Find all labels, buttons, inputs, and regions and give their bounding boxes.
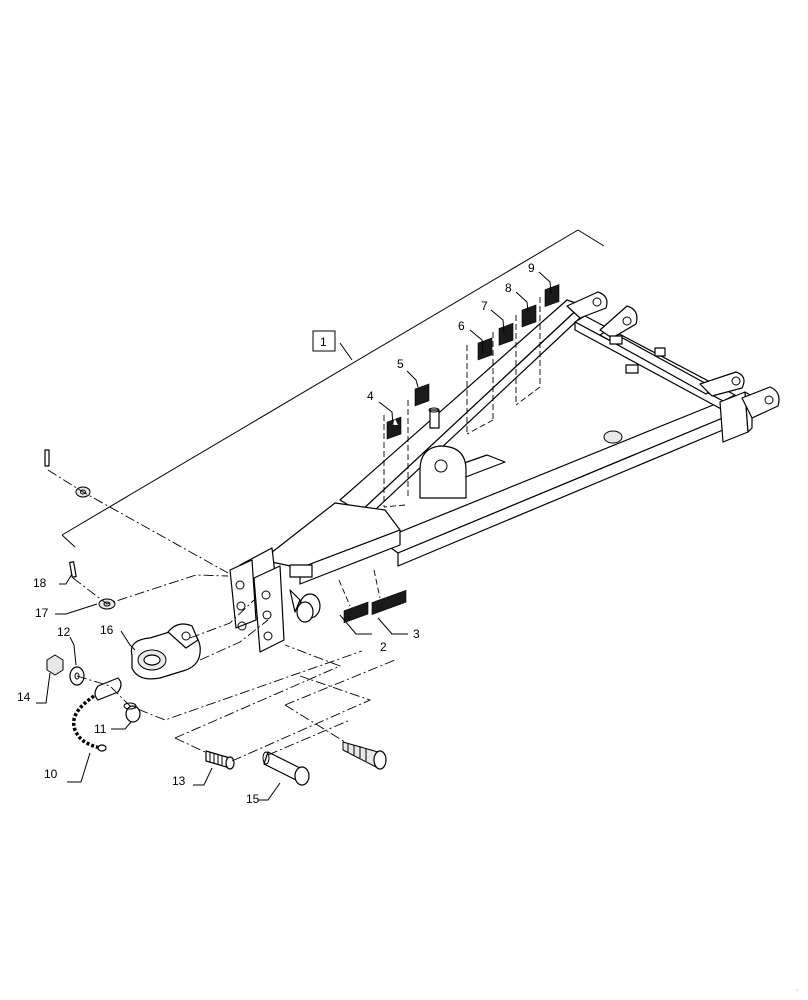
callout-15: 15 <box>246 792 260 806</box>
callout-7: 7 <box>481 299 488 313</box>
decal-2 <box>343 601 369 624</box>
decal-6 <box>477 337 493 361</box>
callout-17: 17 <box>35 606 49 620</box>
pin-15-part <box>262 751 310 786</box>
callout-16: 16 <box>100 623 114 637</box>
bushing-11-part <box>123 702 141 723</box>
callout-6: 6 <box>458 319 465 333</box>
leader-lines <box>36 271 552 801</box>
decal-3 <box>371 589 407 616</box>
callout-18: 18 <box>33 576 47 590</box>
assembly-callout-box <box>312 330 336 352</box>
clevis-16-part <box>130 623 201 680</box>
callout-5: 5 <box>397 357 404 371</box>
assembly-bracket: 1 <box>61 229 605 548</box>
hitch-frame <box>229 291 780 653</box>
callout-9: 9 <box>528 261 535 275</box>
decal-4 <box>386 416 402 440</box>
callout-2: 2 <box>380 640 387 654</box>
decals <box>338 284 560 624</box>
assembly-centerlines <box>47 469 396 762</box>
callout-13: 13 <box>172 774 186 788</box>
callout-labels: 2 3 4 5 6 7 8 9 10 11 12 13 14 15 16 17 … <box>17 261 535 806</box>
callout-11: 11 <box>94 722 107 736</box>
callout-10: 10 <box>44 767 58 781</box>
chain-10-part <box>72 677 122 752</box>
hardware <box>44 449 387 786</box>
bolt-13-part <box>205 750 235 770</box>
pin-18-part <box>69 561 77 578</box>
decal-8 <box>521 304 537 328</box>
callout-14: 14 <box>17 690 31 704</box>
assembly-callout-label: 1 <box>320 335 327 349</box>
decal-9 <box>544 284 560 308</box>
callout-4: 4 <box>367 389 374 403</box>
roll-pin-part <box>44 449 50 467</box>
tapered-pin-part <box>342 741 387 770</box>
decal-7 <box>498 322 514 346</box>
nut-14-part <box>46 654 64 676</box>
callout-12: 12 <box>57 625 71 639</box>
corner-mark: ` <box>796 989 799 998</box>
decal-5 <box>414 383 430 407</box>
callout-8: 8 <box>505 281 512 295</box>
callout-3: 3 <box>413 627 420 641</box>
frame-bushing-part <box>296 601 314 623</box>
